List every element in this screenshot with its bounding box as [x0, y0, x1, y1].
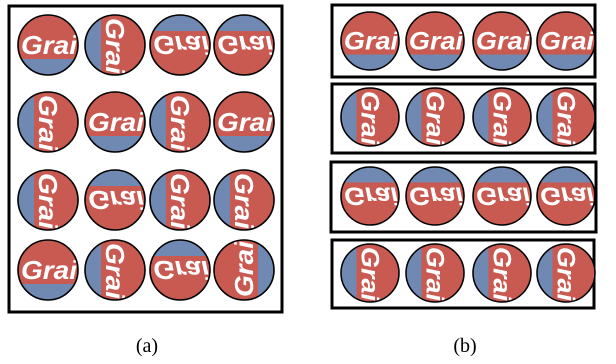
coin-text: Grai — [153, 255, 210, 285]
coin-text: Grai — [21, 30, 78, 60]
coin-text: Grai — [487, 91, 515, 146]
coin-a-r2-c2: Grai — [84, 91, 146, 153]
caption-b: (b) — [453, 335, 476, 357]
coin-b-r1-c1: Grai — [340, 11, 400, 71]
coin-b-r4-c1: Grai — [340, 243, 400, 303]
coin-a-r3-c2: Grai — [84, 169, 146, 231]
coin-text: Grai — [229, 173, 259, 230]
coin-text: Grai — [165, 95, 195, 152]
coin-b-r3-c3: Grai — [472, 166, 532, 226]
coin-b-r4-c2: Grai — [405, 243, 465, 303]
coin-b-r3-c1: Grai — [340, 166, 400, 226]
coin-a-r2-c3: Grai — [149, 91, 211, 153]
coin-text: Grai — [100, 18, 130, 75]
coin-text: Grai — [33, 95, 63, 152]
caption-a: (a) — [136, 335, 158, 357]
coin-text: Grai — [88, 107, 145, 137]
coin-text: Grai — [409, 28, 464, 56]
coin-text: Grai — [217, 107, 274, 137]
coin-text: Grai — [409, 181, 464, 209]
panel-a-frame — [7, 4, 284, 314]
coin-text: Grai — [487, 247, 515, 302]
coin-text: Grai — [165, 173, 195, 230]
coin-text: Grai — [540, 181, 595, 209]
coin-b-r1-c2: Grai — [405, 11, 465, 71]
coin-a-r3-c1: Grai — [17, 169, 79, 231]
coin-b-r2-c1: Grai — [340, 87, 400, 147]
coin-text: Grai — [551, 91, 579, 146]
coin-text: Grai — [344, 181, 399, 209]
coin-text: Grai — [551, 247, 579, 302]
coin-a-r1-c4: Grai — [213, 14, 275, 76]
coin-text: Grai — [355, 247, 383, 302]
coin-text: Grai — [33, 173, 63, 230]
coin-text: Grai — [344, 28, 399, 56]
coin-text: Grai — [229, 240, 259, 297]
coin-text: Grai — [540, 28, 595, 56]
coin-a-r2-c1: Grai — [17, 91, 79, 153]
coin-b-r2-c3: Grai — [472, 87, 532, 147]
coin-a-r1-c2: Grai — [84, 14, 146, 76]
coin-text: Grai — [476, 181, 531, 209]
coin-b-r4-c4: Grai — [536, 243, 596, 303]
coin-b-r3-c4: Grai — [536, 166, 596, 226]
coin-a-r1-c1: Grai — [17, 14, 79, 76]
coin-a-r4-c4: Grai — [213, 239, 275, 301]
coin-a-r1-c3: Grai — [149, 14, 211, 76]
coin-text: Grai — [21, 255, 78, 285]
panel-b-frame-row-3 — [329, 160, 598, 234]
coin-text: Grai — [88, 185, 145, 215]
coin-text: Grai — [476, 28, 531, 56]
coin-a-r4-c3: Grai — [149, 239, 211, 301]
coin-b-r1-c3: Grai — [472, 11, 532, 71]
coin-a-r4-c1: Grai — [17, 239, 79, 301]
coin-a-r3-c4: Grai — [213, 169, 275, 231]
coin-b-r1-c4: Grai — [536, 11, 596, 71]
coin-b-r4-c3: Grai — [472, 243, 532, 303]
coin-text: Grai — [355, 91, 383, 146]
coin-b-r2-c4: Grai — [536, 87, 596, 147]
coin-a-r2-c4: Grai — [213, 91, 275, 153]
coin-a-r4-c2: Grai — [84, 239, 146, 301]
coin-text: Grai — [217, 30, 274, 60]
coin-a-r3-c3: Grai — [149, 169, 211, 231]
coin-text: Grai — [420, 247, 448, 302]
coin-text: Grai — [420, 91, 448, 146]
coin-b-r2-c2: Grai — [405, 87, 465, 147]
coin-text: Grai — [100, 243, 130, 300]
coin-b-r3-c2: Grai — [405, 166, 465, 226]
coin-text: Grai — [153, 30, 210, 60]
